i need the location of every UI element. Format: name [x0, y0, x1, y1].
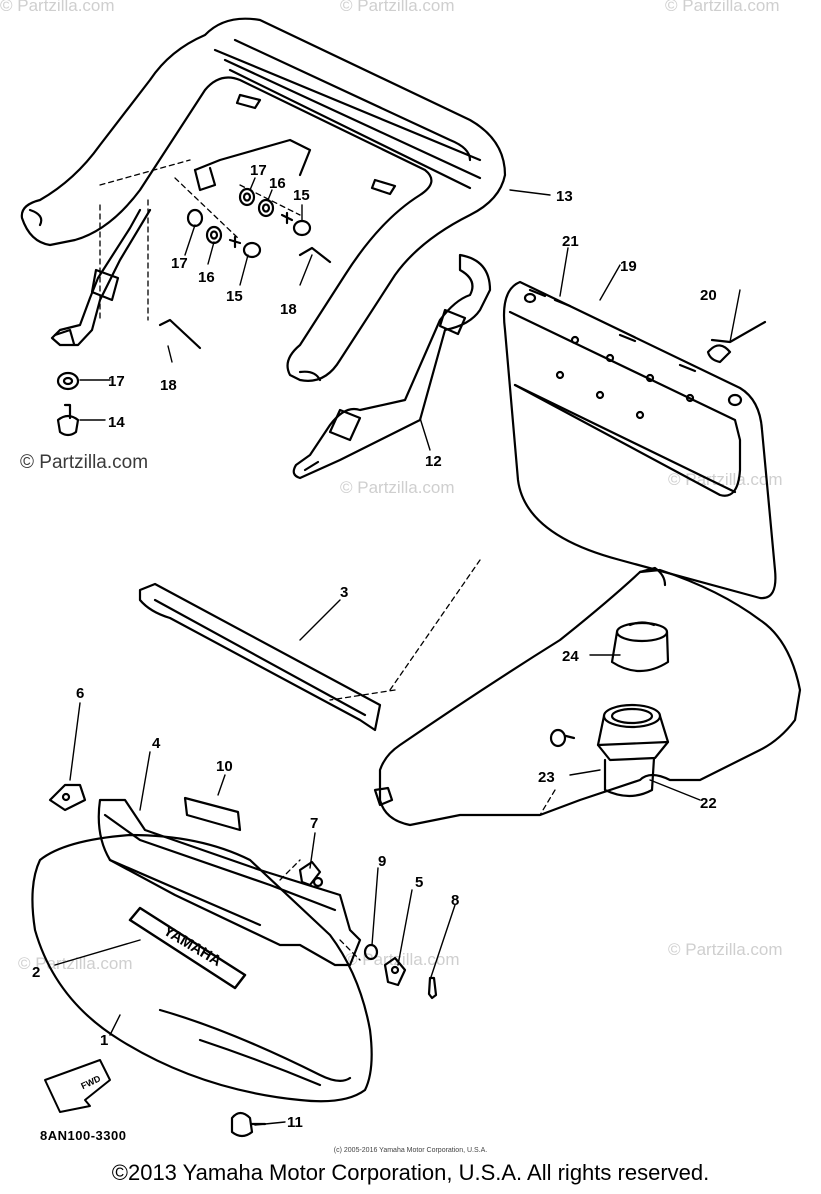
small-hardware-right: [363, 943, 438, 1000]
callout-1: 1: [100, 1032, 108, 1049]
callout-22: 22: [700, 795, 717, 812]
watermark: © Partzilla.com: [668, 470, 783, 489]
label-part: [183, 796, 242, 832]
trough-part: [97, 798, 362, 967]
watermark: © Partzilla.com: [668, 940, 783, 959]
callout-24: 24: [562, 648, 579, 665]
filler-neck-part: [596, 703, 670, 798]
callout-9: 9: [378, 853, 386, 870]
left-bracket-part: [50, 208, 152, 347]
callout-leaders: [54, 177, 741, 1126]
callout-11: 11: [287, 1114, 303, 1131]
center-bracket-part: [193, 138, 312, 192]
callout-18b: 18: [160, 377, 177, 394]
callout-23: 23: [538, 769, 555, 786]
callout-4: 4: [152, 735, 161, 752]
callout-14: 14: [108, 414, 125, 431]
callout-17: 17: [250, 162, 267, 179]
callout-3: 3: [340, 584, 348, 601]
callout-19: 19: [620, 258, 637, 275]
watermark: © Partzilla.com: [665, 0, 780, 15]
callout-17b: 17: [171, 255, 188, 272]
callout-10: 10: [216, 758, 233, 775]
steering-bracket-part: [292, 253, 492, 480]
watermark-primary: © Partzilla.com: [20, 452, 149, 473]
rear-panel-part: [502, 280, 777, 600]
callout-12: 12: [425, 453, 442, 470]
front-cover-part: [31, 833, 373, 1103]
callout-7: 7: [310, 815, 318, 832]
handlebar-cover-part: [20, 17, 507, 382]
watermark: © Partzilla.com: [340, 0, 455, 15]
callout-16b: 16: [198, 269, 215, 286]
brand-plate-part: [128, 906, 247, 990]
callout-8: 8: [451, 892, 459, 909]
watermark: © Partzilla.com: [340, 478, 455, 497]
callout-13: 13: [556, 188, 573, 205]
small-copyright: (c) 2005-2016 Yamaha Motor Corporation, …: [333, 1147, 488, 1154]
callout-2: 2: [32, 964, 40, 981]
cap-part: [610, 621, 670, 673]
fwd-arrow-icon: [44, 1059, 111, 1113]
watermark: © Partzilla.com: [0, 0, 115, 15]
callout-6: 6: [76, 685, 84, 702]
o-ring-part: [549, 728, 576, 748]
copyright-notice: ©2013 Yamaha Motor Corporation, U.S.A. A…: [111, 1160, 710, 1185]
watermark: © Partzilla.com: [345, 950, 460, 969]
callout-21: 21: [562, 233, 579, 250]
callout-16: 16: [269, 175, 286, 192]
hardware-small-parts: [56, 187, 767, 437]
strip-part: [138, 582, 382, 732]
callout-20: 20: [700, 287, 717, 304]
callout-5: 5: [415, 874, 423, 891]
hood-body-part: [373, 566, 802, 827]
callout-15b: 15: [226, 288, 243, 305]
callout-15: 15: [293, 187, 310, 204]
diagram-part-code: 8AN100-3300: [40, 1128, 127, 1143]
callout-numbers: 13 17 16 15 17 16 15 18 17 14 18 12 21 1…: [32, 162, 717, 1131]
clip-part: [48, 783, 87, 812]
leader-lines: [99, 159, 556, 961]
callout-17c: 17: [108, 373, 125, 390]
callout-18: 18: [280, 301, 297, 318]
